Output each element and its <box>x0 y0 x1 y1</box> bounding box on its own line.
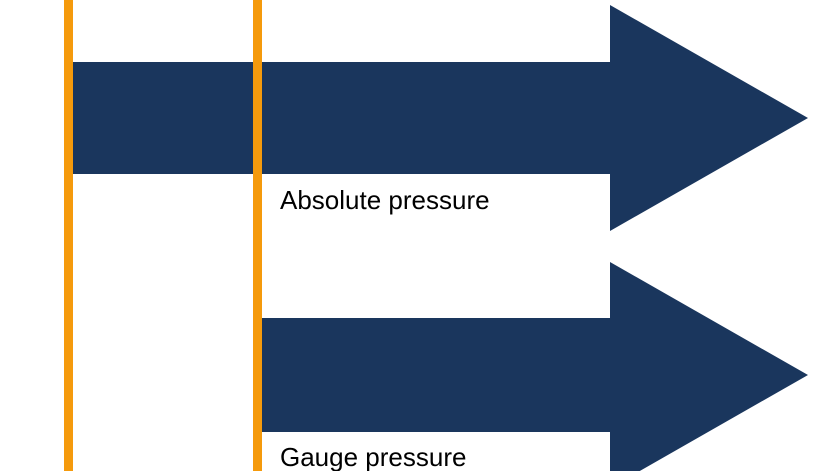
absolute-pressure-arrow <box>70 5 808 231</box>
absolute-zero-line <box>64 0 73 471</box>
gauge-pressure-arrow <box>258 262 808 471</box>
gauge-pressure-label: Gauge pressure <box>280 442 467 471</box>
atmospheric-line <box>253 0 262 471</box>
absolute-pressure-label: Absolute pressure <box>280 185 490 215</box>
